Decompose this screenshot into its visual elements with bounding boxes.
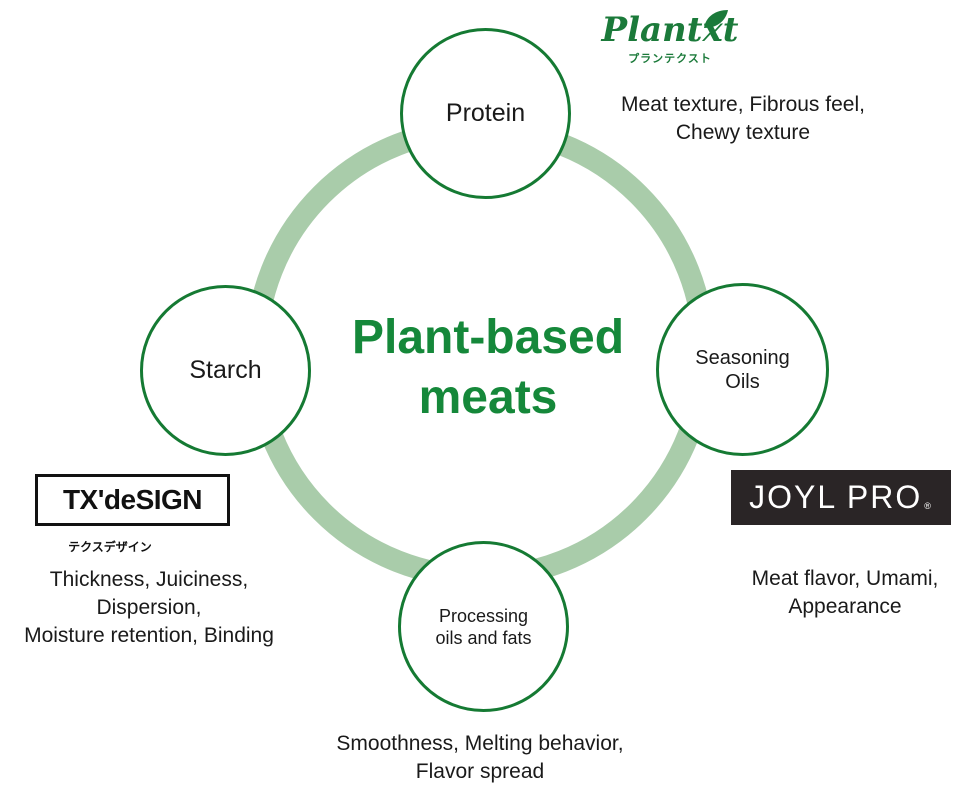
txdesign-logo: TX'deSIGN [35, 474, 230, 526]
processing-description: Smoothness, Melting behavior, Flavor spr… [300, 730, 660, 786]
txdesign-logo-kana: テクスデザイン [68, 540, 152, 554]
processing-oils-node: Processing oils and fats [398, 541, 569, 712]
plantxt-logo-kana: プランテクスト [628, 53, 712, 65]
starch-label: Starch [189, 356, 262, 384]
plantxt-logo: Plantxt プランテクスト [585, 8, 755, 66]
seasoning-label-line2: Oils [725, 370, 760, 393]
protein-desc-line1: Meat texture, Fibrous feel, [621, 93, 865, 116]
protein-node: Protein [400, 28, 571, 199]
starch-desc-line1: Thickness, Juiciness, [49, 568, 249, 591]
protein-description: Meat texture, Fibrous feel, Chewy textur… [588, 91, 898, 147]
seasoning-desc-line1: Meat flavor, Umami, [751, 567, 939, 590]
processing-desc-line1: Smoothness, Melting behavior, [336, 732, 624, 755]
processing-desc-line2: Flavor spread [415, 760, 545, 783]
seasoning-desc-line2: Appearance [788, 595, 902, 618]
leaf-icon [704, 10, 728, 28]
seasoning-description: Meat flavor, Umami, Appearance [700, 565, 955, 621]
registered-mark: ® [924, 501, 933, 511]
protein-label: Protein [445, 99, 526, 127]
center-title: Plant-based meats [300, 308, 676, 428]
seasoning-label-line1: Seasoning [695, 346, 790, 369]
starch-desc-line2: Dispersion, [96, 596, 202, 619]
starch-description: Thickness, Juiciness, Dispersion, Moistu… [0, 566, 298, 650]
processing-label-line1: Processing [438, 605, 529, 626]
protein-desc-line2: Chewy texture [675, 121, 811, 144]
joylpro-logo-name: JOYL PRO [749, 479, 923, 515]
starch-node: Starch [140, 285, 311, 456]
starch-desc-line3: Moisture retention, Binding [24, 624, 274, 647]
seasoning-oils-node: Seasoning Oils [656, 283, 829, 456]
processing-label-line2: oils and fats [435, 627, 532, 648]
center-title-line1: Plant-based [351, 311, 625, 364]
center-title-line2: meats [418, 371, 558, 424]
joylpro-logo: JOYL PRO ® [731, 470, 951, 525]
txdesign-logo-name: TX'deSIGN [62, 484, 203, 515]
